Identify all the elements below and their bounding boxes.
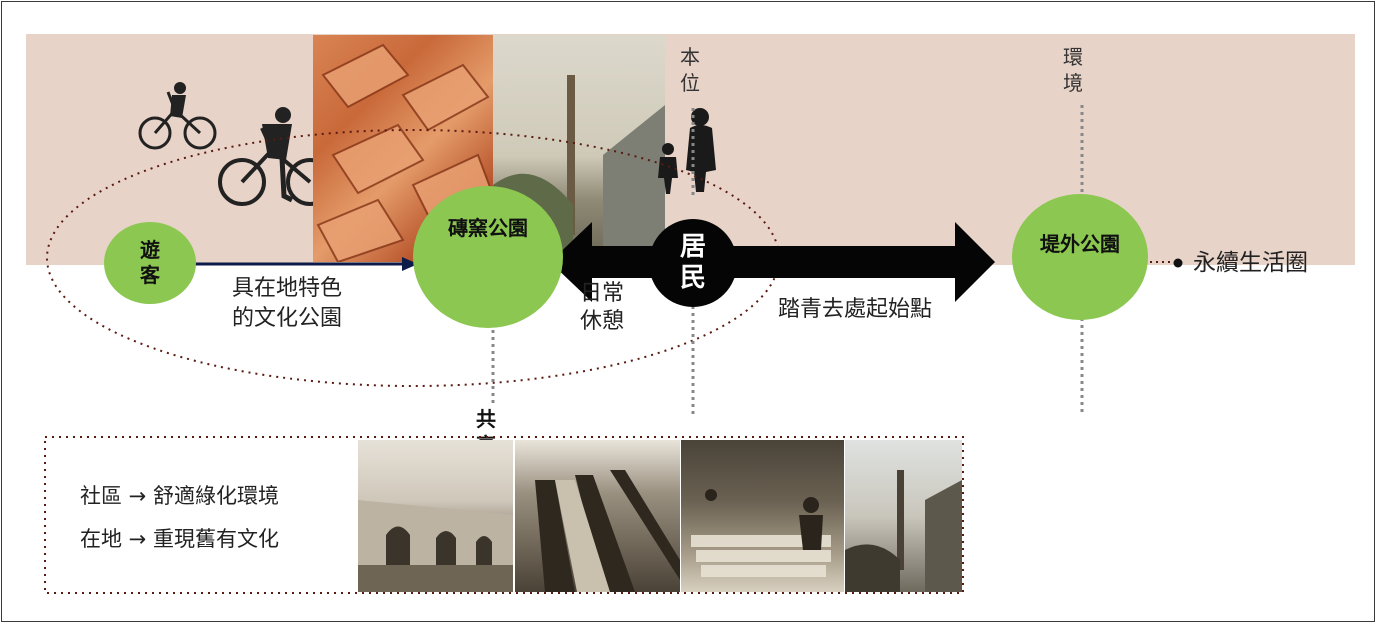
residents-node: 居 民 bbox=[649, 219, 737, 307]
environment-label: 環 境 bbox=[1063, 45, 1083, 95]
kiln-arches-photo bbox=[358, 440, 513, 592]
brick-park-node: 磚窯公園 bbox=[413, 186, 563, 328]
tourist-arrow-head bbox=[402, 257, 418, 271]
sustainable-label: 永續生活圈 bbox=[1193, 250, 1308, 276]
note-community: 社區 → 舒適綠化環境 bbox=[80, 484, 279, 508]
outer-park-node: 堤外公園 bbox=[1012, 194, 1148, 320]
daily-rest-label: 日常 休憩 bbox=[580, 281, 625, 334]
outing-start-label: 踏青去處起始點 bbox=[778, 297, 933, 322]
chimney-sepia-photo bbox=[845, 440, 962, 592]
cultural-park-label: 具在地特色 的文化公園 bbox=[232, 276, 343, 331]
sustainable-bullet bbox=[1173, 258, 1183, 268]
brick-workers-photo bbox=[681, 440, 844, 592]
brick-rows-photo bbox=[515, 440, 680, 592]
standpoint-label: 本 位 bbox=[680, 45, 700, 95]
tourist-node: 遊 客 bbox=[104, 222, 196, 304]
note-local: 在地 → 重現舊有文化 bbox=[80, 527, 279, 551]
resident-double-arrow bbox=[550, 222, 995, 302]
